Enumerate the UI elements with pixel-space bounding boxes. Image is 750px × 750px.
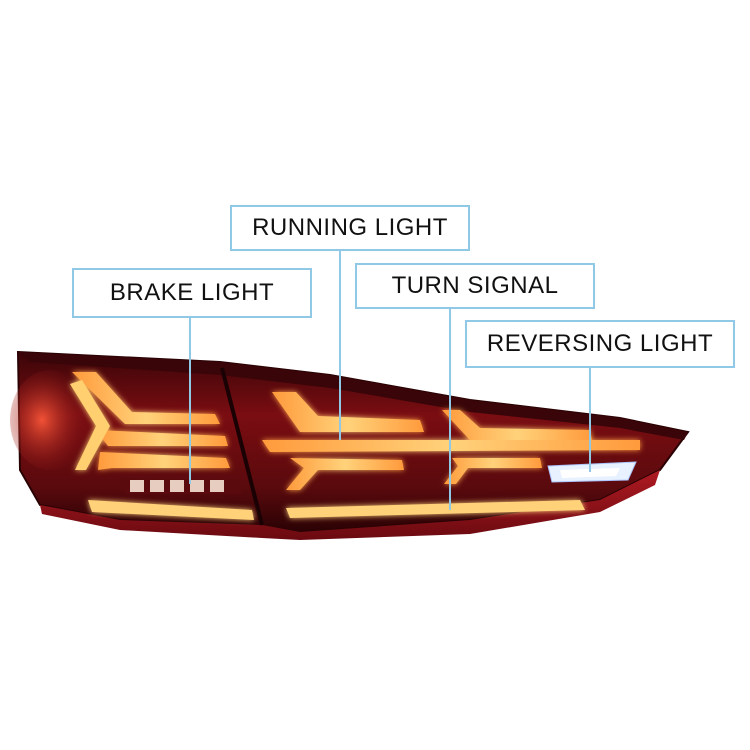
- turn-signal-label: TURN SIGNAL: [355, 263, 595, 309]
- lamp-split-line: [220, 367, 264, 526]
- lamp-bottom-rim: [40, 470, 660, 540]
- reversing-light-label: REVERSING LIGHT: [465, 320, 735, 368]
- turn-signal-strip: [286, 500, 585, 518]
- brake-light-cells: [118, 478, 242, 494]
- lamp-top-rim: [18, 352, 688, 440]
- lamp-left-glow: [10, 370, 90, 470]
- brake-light-label: BRAKE LIGHT: [72, 268, 312, 318]
- running-light-label: RUNNING LIGHT: [230, 205, 470, 251]
- reversing-light-lens: [547, 461, 637, 483]
- callout-leader-lines: [189, 251, 591, 510]
- brake-led-arrows: [70, 372, 230, 470]
- left-turn-strip: [88, 500, 254, 520]
